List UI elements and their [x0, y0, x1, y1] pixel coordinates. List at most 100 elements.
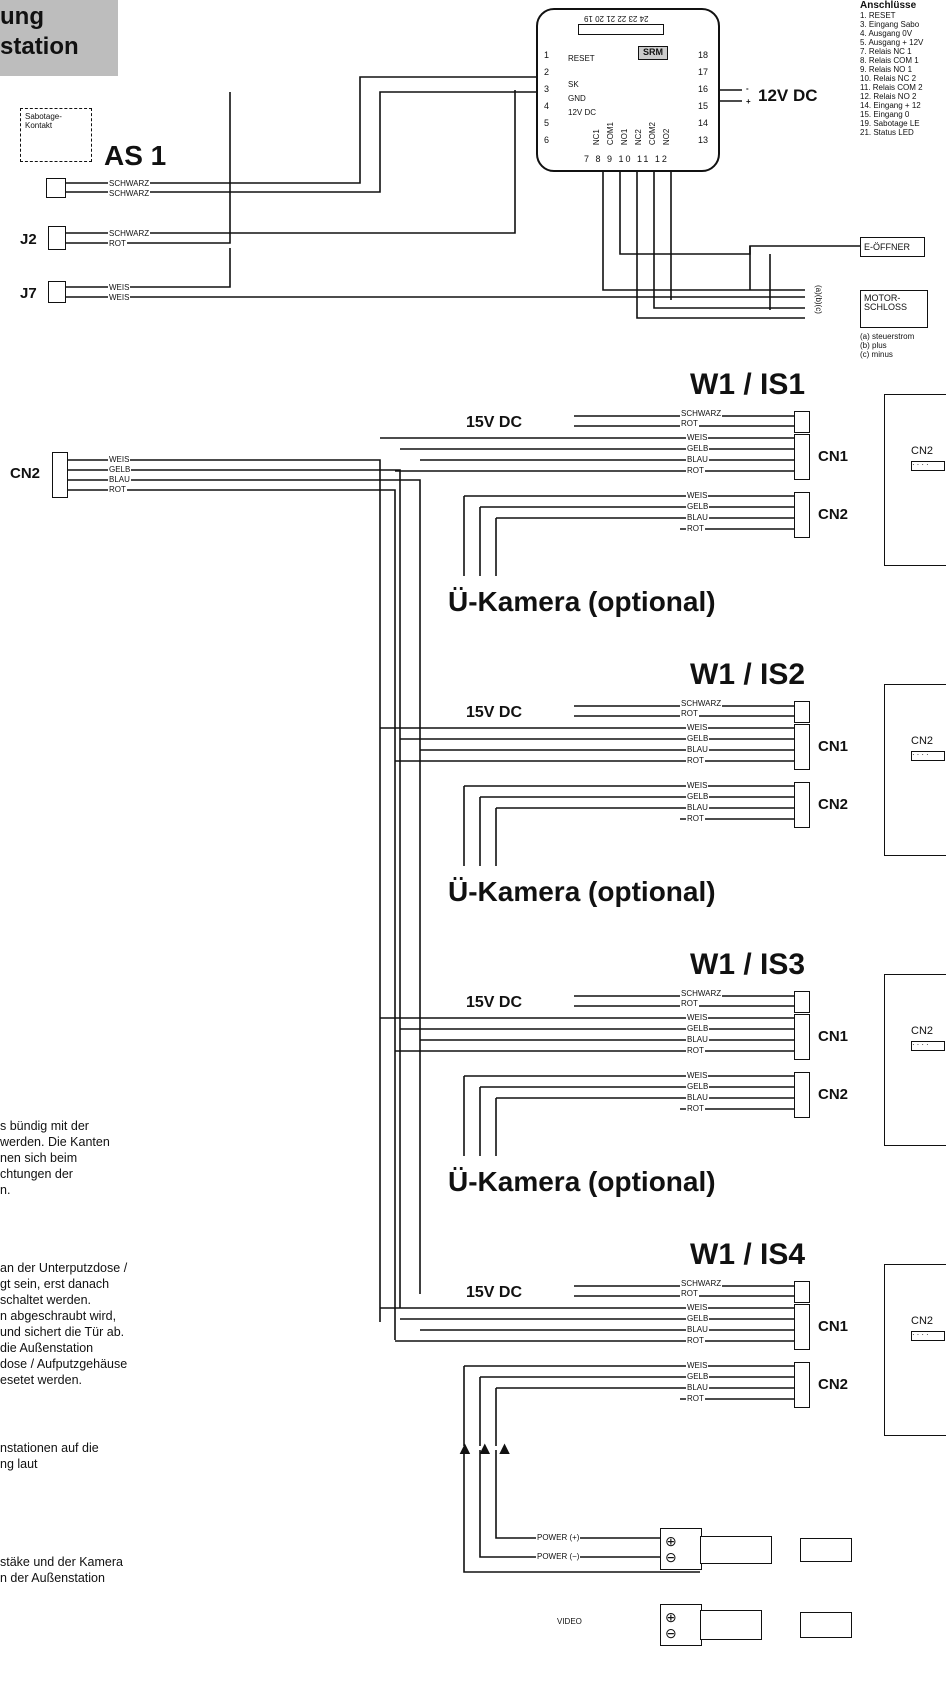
cn2-label: CN2: [818, 506, 849, 523]
cn1-wire-label: GELB: [686, 1314, 710, 1323]
terminal-number: 18: [698, 50, 709, 60]
module-left-numbers: 1 2 3 4 5 6: [544, 50, 549, 145]
connection-item: 3. Eingang Sabo: [860, 20, 920, 29]
station-power-label: 15V DC: [466, 414, 523, 431]
cn1-label: CN1: [818, 448, 849, 465]
connections-list: Anschlüsse 1. RESET 3. Eingang Sabo 4. A…: [860, 0, 946, 137]
terminal-number: 17: [698, 67, 709, 77]
cn1-wire-label: WEIS: [686, 433, 709, 442]
module-relay-labels: NC1 COM1 NO1 NC2 COM2 NO2: [592, 122, 671, 145]
as1-connector: [46, 178, 66, 198]
cn2-wire-3: BLAU: [108, 475, 131, 484]
module-12v: 12V DC: [568, 108, 597, 117]
note-line: und sichert die Tür ab.: [0, 1325, 125, 1339]
cn2-wire-label: BLAU: [686, 803, 709, 812]
cn1-connector: [794, 1014, 810, 1060]
module-right-numbers: 18 17 16 15 14 13: [698, 50, 708, 145]
bnc-jack: [800, 1612, 852, 1638]
terminal-number: 2: [544, 67, 550, 77]
cn1-wire-label: BLAU: [686, 1035, 709, 1044]
cn1-connector: [794, 434, 810, 480]
j7-label: J7: [20, 285, 37, 302]
module-brand: SRM: [638, 46, 668, 60]
cn2-wire-label: ROT: [686, 1104, 705, 1113]
connection-item: 14. Eingang + 12: [860, 101, 921, 110]
connection-item: 21. Status LED: [860, 128, 914, 137]
sabotage-label: Sabotage- Kontakt: [25, 112, 62, 130]
cn2-wire-label: BLAU: [686, 513, 709, 522]
sabotage-contact: Sabotage- Kontakt: [20, 108, 92, 162]
bnc-connector: [700, 1610, 762, 1640]
camera-video-label: VIDEO: [556, 1617, 583, 1626]
camera-power-jack: [800, 1538, 852, 1562]
as1-wire-1: SCHWARZ: [108, 179, 151, 188]
cn2-outdoor-connector: [52, 452, 68, 498]
title-line-2: station: [0, 33, 79, 60]
power-wire-label: ROT: [680, 999, 699, 1008]
cn2-wire-label: ROT: [686, 814, 705, 823]
connections-title: Anschlüsse: [860, 0, 917, 11]
note-line: stäke und der Kamera: [0, 1555, 123, 1569]
cn2-connector: [794, 1072, 810, 1118]
station-power-label: 15V DC: [466, 1284, 523, 1301]
station-title: W1 / IS3: [690, 948, 806, 981]
terminal-number: 6: [544, 135, 550, 145]
monitor-cn2-port: ····: [911, 1331, 945, 1341]
cn1-connector: [794, 1304, 810, 1350]
legend-item: (c) minus: [860, 350, 893, 359]
power-wire-label: ROT: [680, 709, 699, 718]
terminal-number: 1: [544, 50, 550, 60]
connection-item: 8. Relais COM 1: [860, 56, 919, 65]
legend-item: (b) plus: [860, 341, 887, 350]
note-line: nstationen auf die: [0, 1441, 99, 1455]
connection-item: 10. Relais NC 2: [860, 74, 917, 83]
title-line-1: ung: [0, 3, 44, 30]
as1-label: AS 1: [104, 140, 167, 171]
power-12v-label: 12V DC: [758, 86, 818, 105]
camera-label: Ü-Kamera (optional): [448, 1166, 716, 1197]
legend-item: (a) steuerstrom: [860, 332, 915, 341]
note-line: n abgeschraubt wird,: [0, 1309, 117, 1323]
j2-wire-1: SCHWARZ: [108, 229, 151, 238]
station-power-label: 15V DC: [466, 704, 523, 721]
cn2-connector: [794, 782, 810, 828]
cn1-wire-label: ROT: [686, 1336, 705, 1345]
j7-wire-1: WEIS: [108, 283, 131, 292]
j7-connector: [48, 281, 66, 303]
cn1-wire-label: GELB: [686, 734, 710, 743]
terminal-screw-icon: ⊕: [665, 1609, 677, 1625]
module-bottom-numbers: 7 8 9 10 11 12: [584, 154, 669, 164]
cn2-label: CN2: [818, 1086, 849, 1103]
j7-wire-2: WEIS: [108, 293, 131, 302]
cn2-wire-label: GELB: [686, 502, 710, 511]
relay-label: NO2: [662, 128, 671, 146]
note-line: gt sein, erst danach: [0, 1277, 110, 1291]
camera-video-plug: ⊕ ⊖: [660, 1604, 702, 1646]
module-gnd: GND: [568, 94, 586, 103]
j2-wire-2: ROT: [108, 239, 127, 248]
terminal-number: 5: [544, 118, 550, 128]
note-block-2: an der Unterputzdose / gt sein, erst dan…: [0, 1260, 127, 1388]
cn1-connector: [794, 724, 810, 770]
j2-label: J2: [20, 231, 37, 248]
station-title: W1 / IS2: [690, 658, 806, 691]
terminal-number: 15: [698, 101, 709, 111]
connection-item: 15. Eingang 0: [860, 110, 910, 119]
cn2-label: CN2: [818, 1376, 849, 1393]
note-line: s bündig mit der: [0, 1119, 89, 1133]
station-power-label: 15V DC: [466, 994, 523, 1011]
module-top-numbers: 24 23 22 21 20 19: [584, 14, 649, 23]
station-power-connector: [794, 991, 810, 1013]
cn1-wire-label: BLAU: [686, 455, 709, 464]
j2-connector: [48, 226, 66, 250]
as1-wire-2: SCHWARZ: [108, 189, 151, 198]
terminal-screw-icon: ⊕: [665, 1533, 677, 1549]
note-block-4: stäke und der Kamera n der Außenstation: [0, 1554, 123, 1586]
cn1-wire-label: WEIS: [686, 723, 709, 732]
note-line: n der Außenstation: [0, 1571, 105, 1585]
cn2-wire-label: GELB: [686, 1372, 710, 1381]
station-power-connector: [794, 411, 810, 433]
power-wire-label: SCHWARZ: [680, 989, 723, 998]
relay-label: NC2: [634, 129, 643, 146]
